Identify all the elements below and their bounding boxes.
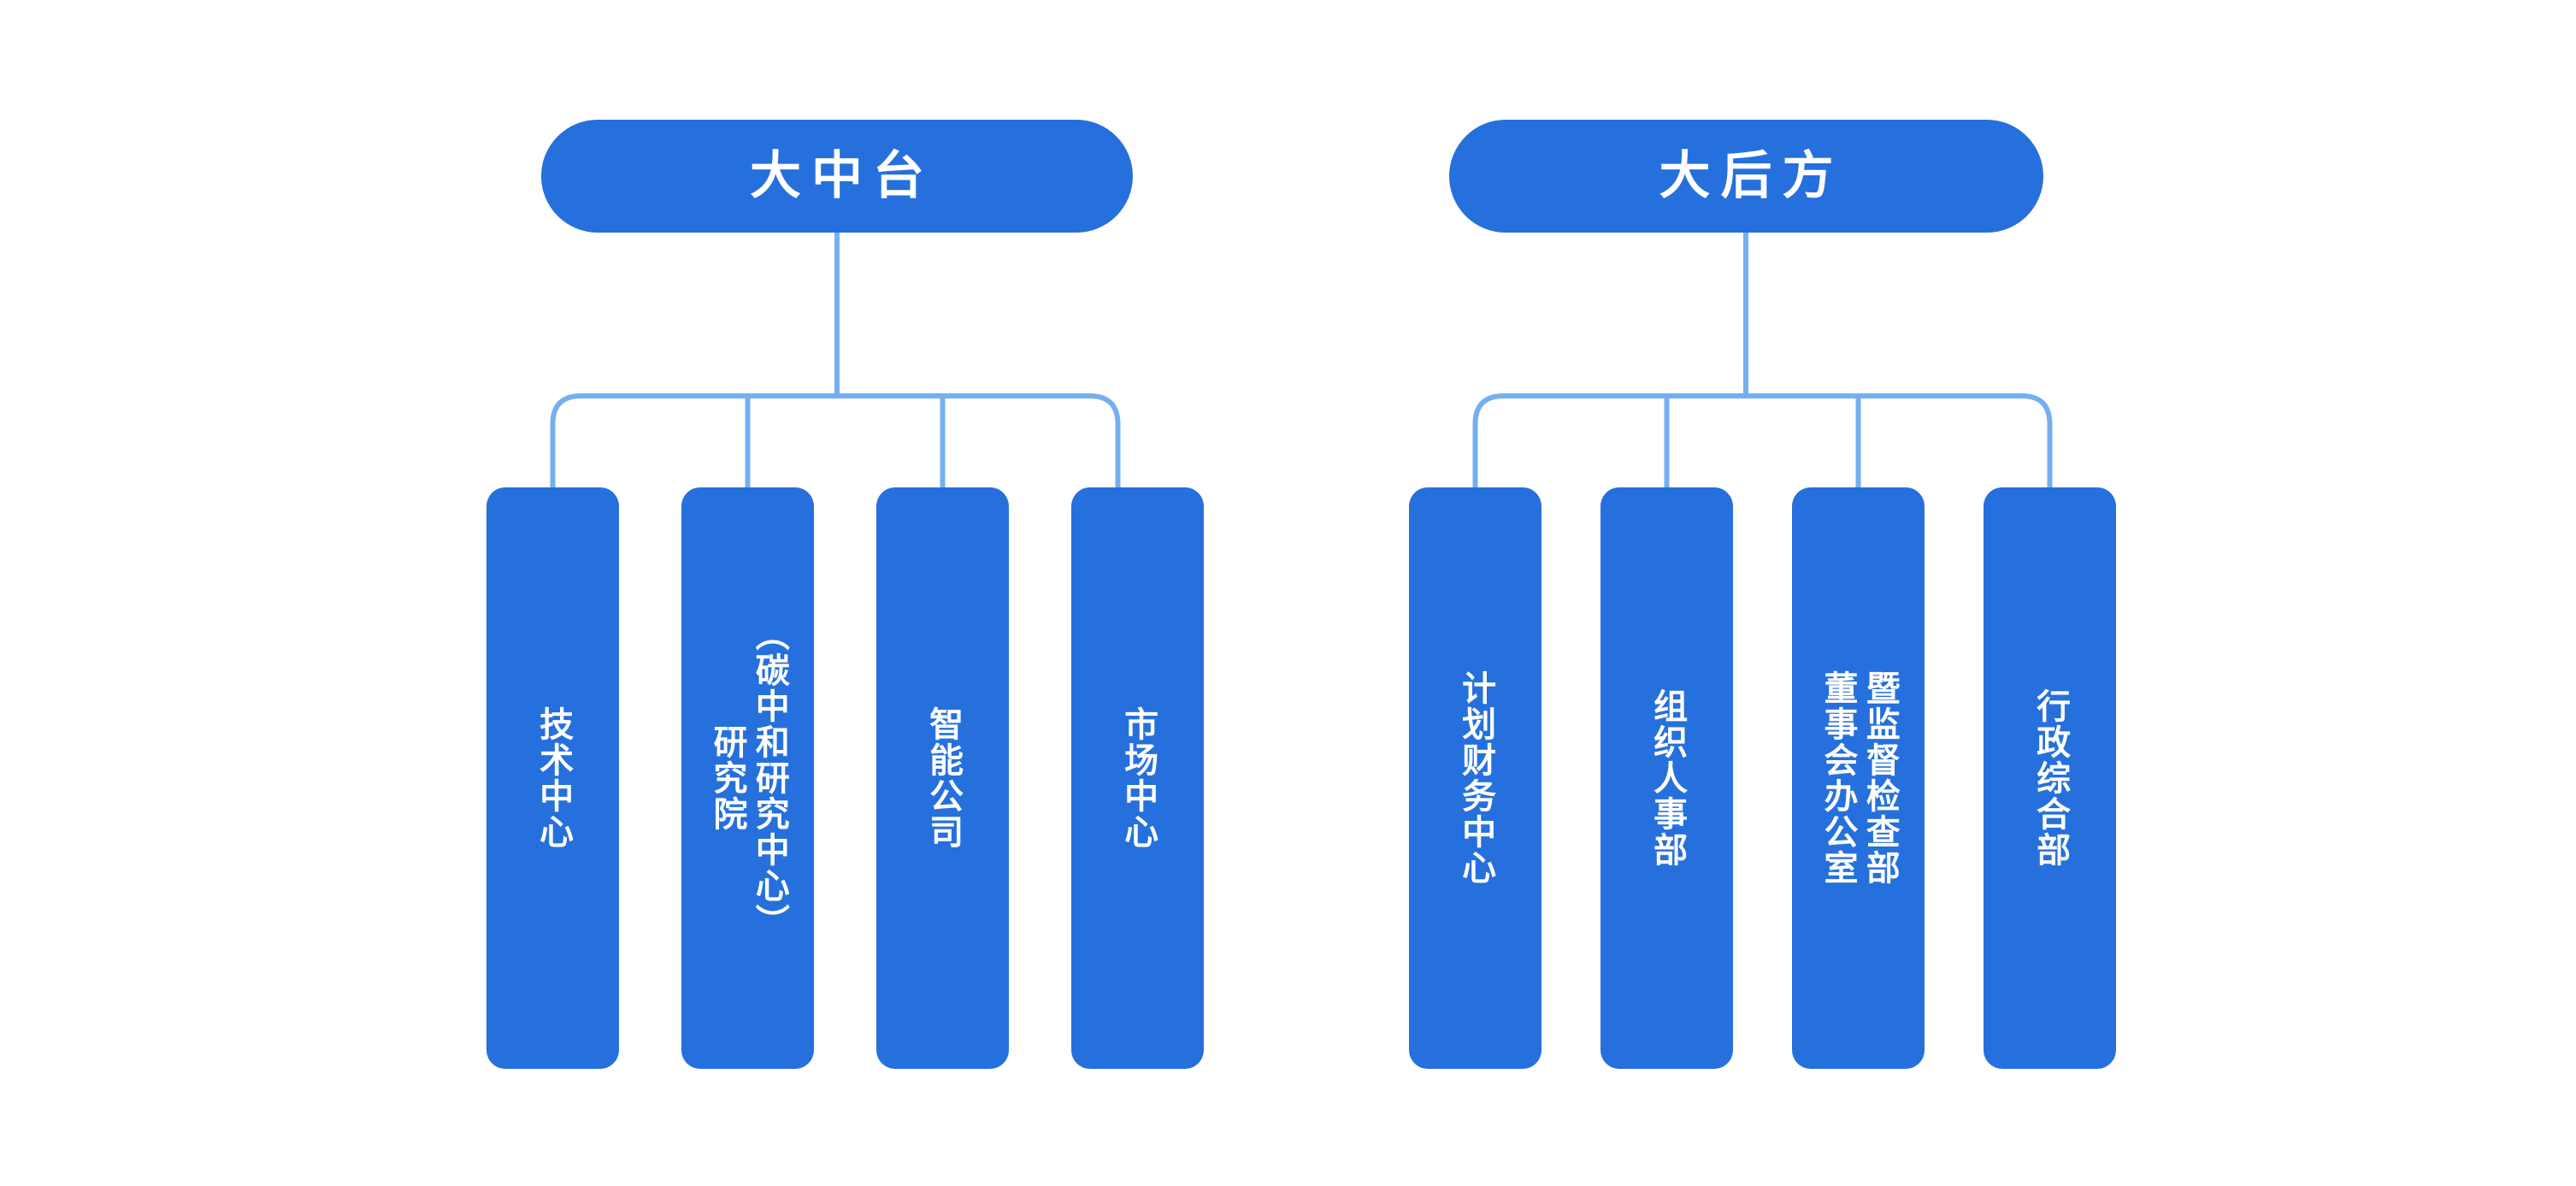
- node-zhineng-gongsi[interactable]: 智能公司: [876, 487, 1009, 1069]
- node-xingzheng-label: 行政综合部: [2031, 688, 2070, 868]
- node-dongshihui-label-secondary: 董事会办公室: [1819, 670, 1857, 886]
- node-zhineng-gongsi-label: 智能公司: [924, 706, 963, 850]
- node-shichang-zhongxin-label: 市场中心: [1119, 706, 1158, 850]
- node-jishu-zhongxin-label: 技术中心: [534, 706, 573, 850]
- node-yanjiuyuan[interactable]: （碳中和研究中心） 研究院: [681, 487, 814, 1069]
- connector-bus-group1: [550, 393, 1121, 487]
- group-header-houfang[interactable]: 大后方: [1449, 120, 2043, 233]
- node-yanjiuyuan-label-secondary: 研究院: [708, 724, 746, 832]
- node-dongshihui[interactable]: 暨监督检查部 董事会办公室: [1792, 487, 1925, 1069]
- node-jihua-caiwu[interactable]: 计划财务中心: [1409, 487, 1541, 1069]
- node-xingzheng[interactable]: 行政综合部: [1984, 487, 2116, 1069]
- connector-bus-group2: [1472, 393, 2053, 487]
- group-header-houfang-label: 大后方: [1659, 147, 1844, 204]
- node-shichang-zhongxin[interactable]: 市场中心: [1071, 487, 1204, 1069]
- node-jihua-caiwu-label: 计划财务中心: [1457, 670, 1495, 886]
- node-dongshihui-label-primary: 暨监督检查部: [1860, 670, 1899, 886]
- group-header-zhongtai-label: 大中台: [750, 147, 934, 204]
- node-zuzhi-renshi[interactable]: 组织人事部: [1600, 487, 1733, 1069]
- node-jishu-zhongxin[interactable]: 技术中心: [486, 487, 619, 1069]
- group-header-zhongtai[interactable]: 大中台: [541, 120, 1133, 233]
- node-yanjiuyuan-label-primary: （碳中和研究中心）: [750, 617, 788, 940]
- node-zuzhi-renshi-label: 组织人事部: [1648, 688, 1687, 868]
